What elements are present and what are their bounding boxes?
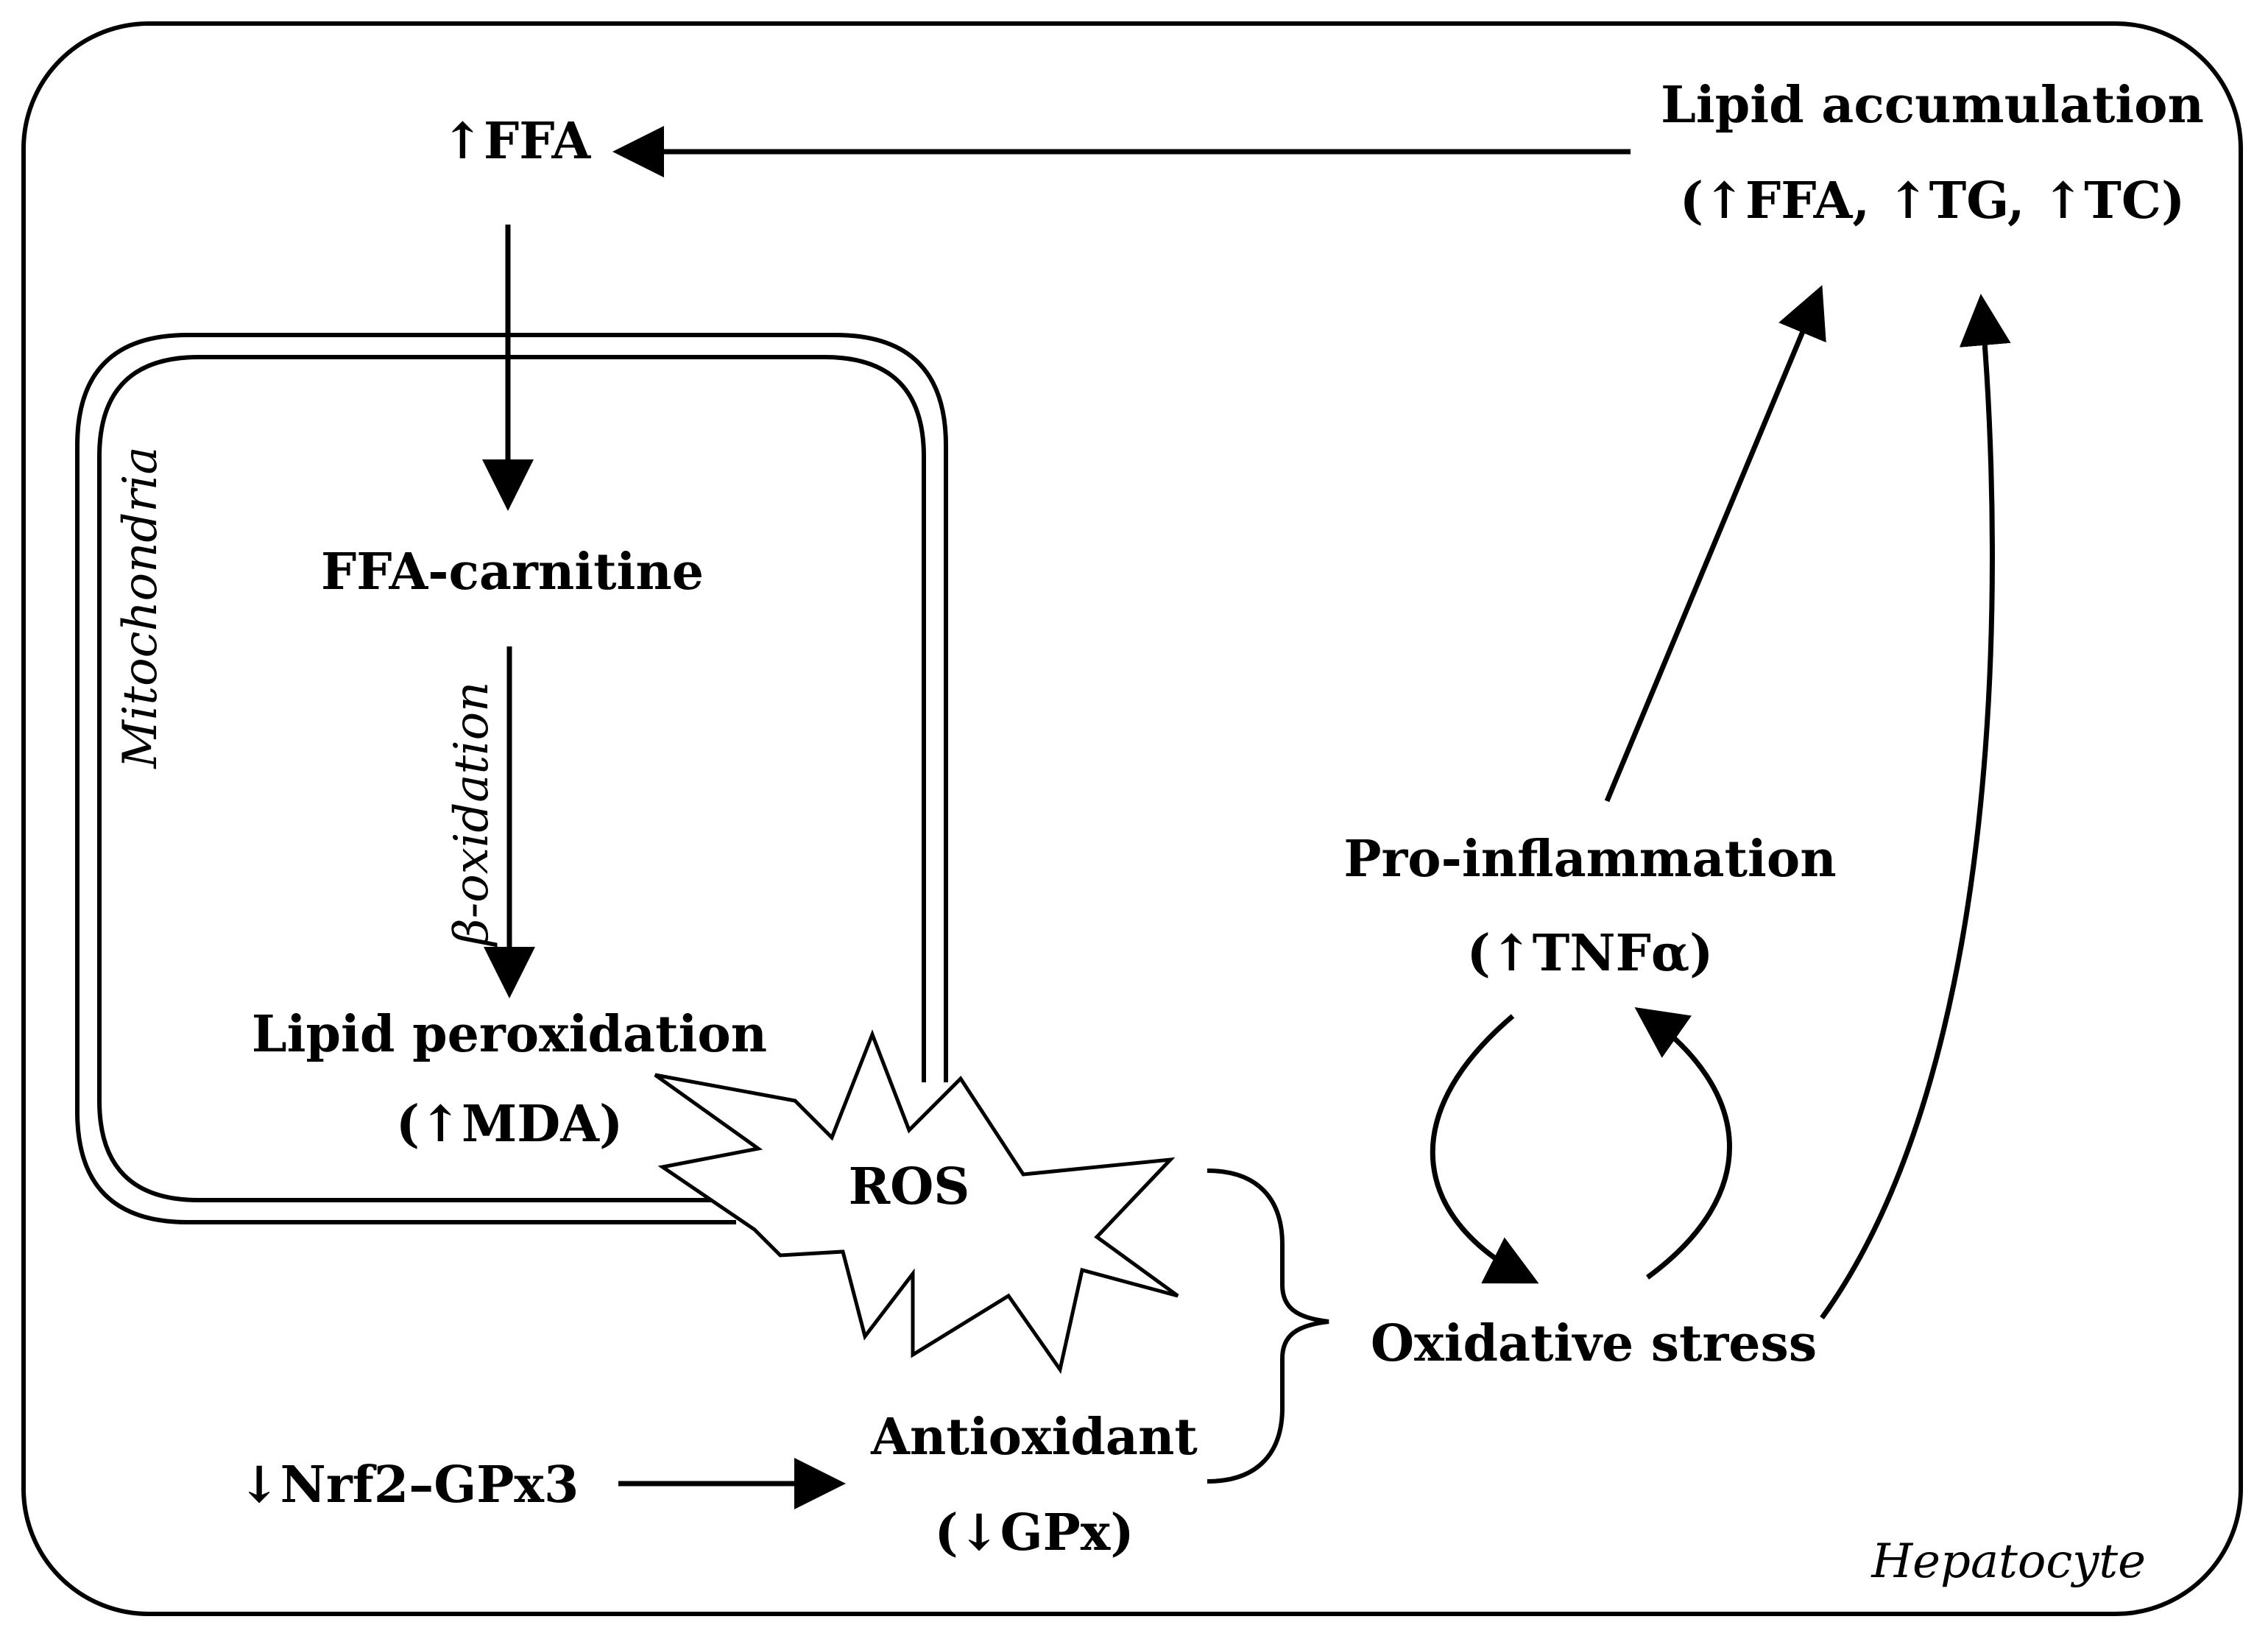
lipid-peroxidation-marker: (↑MDA) (396, 1095, 623, 1154)
lipid-peroxidation-label: Lipid peroxidation (252, 1005, 767, 1064)
beta-oxidation-label: β-oxidation (445, 682, 499, 948)
arrow-oxidative-stress-to-lipid-accumulation (1820, 294, 2011, 1320)
hepatocyte-label: Hepatocyte (1870, 1534, 2146, 1589)
hepatocyte-cell-border (21, 21, 2243, 1616)
mitochondria-label: Mitochondria (113, 446, 168, 769)
nrf2-gpx3-label: ↓Nrf2–GPx3 (239, 1456, 579, 1515)
arrow-pro-inflammation-to-lipid-accumulation (1604, 285, 1826, 803)
mitochondria-inner-membrane (97, 355, 926, 1202)
ffa-label: ↑FFA (442, 112, 592, 171)
arrow-cycle-left-down (1430, 1014, 1539, 1284)
lipid-accumulation-label: Lipid accumulation (1661, 76, 2204, 135)
ros-starburst (654, 1029, 1179, 1375)
curly-brace (1207, 1168, 1329, 1484)
ffa-carnitine-label: FFA-carnitine (321, 543, 704, 602)
oxidative-stress-label: Oxidative stress (1371, 1314, 1817, 1373)
pro-inflammation-marker: (↑TNFα) (1467, 924, 1714, 983)
ros-label: ROS (849, 1157, 970, 1216)
antioxidant-label: Antioxidant (870, 1408, 1198, 1467)
antioxidant-marker: (↓GPx) (934, 1503, 1134, 1562)
lipid-accumulation-markers: (↑FFA, ↑TG, ↑TC) (1680, 172, 2185, 230)
arrow-cycle-right-up (1634, 1006, 1732, 1280)
mitochondria-outer-membrane (75, 333, 948, 1224)
pro-inflammation-label: Pro-inflammation (1343, 830, 1836, 889)
